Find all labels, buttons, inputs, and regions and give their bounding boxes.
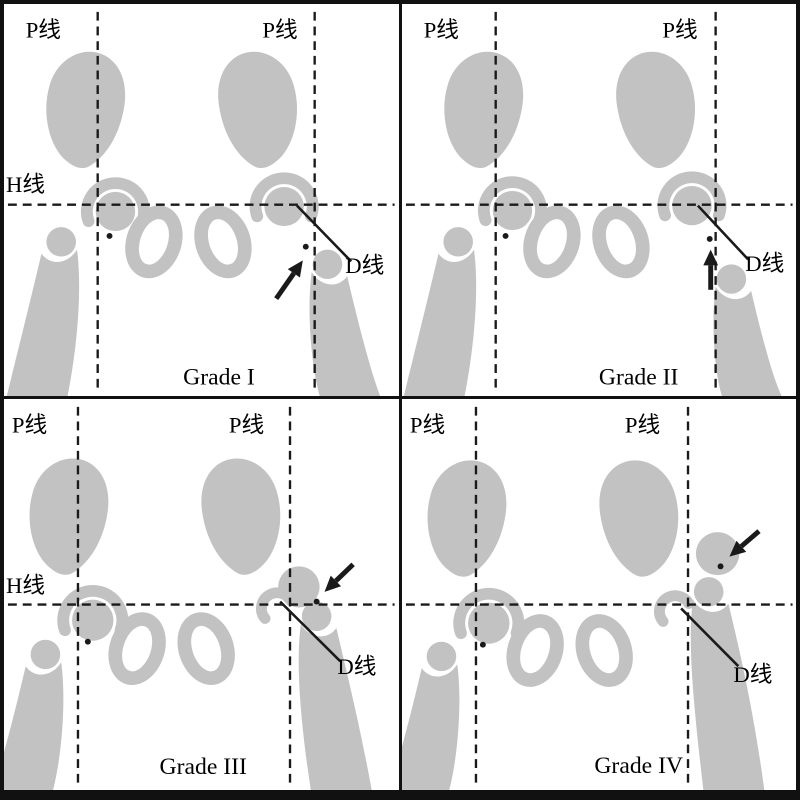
iliac-wing-left (46, 51, 126, 169)
hip-xray-schematic-1: P线 P线 H线 D线 Grade I (6, 11, 395, 396)
femoral-head-left (72, 599, 114, 641)
femur-right (712, 286, 781, 396)
femur-right (309, 272, 380, 396)
p-line-left-label: P线 (423, 17, 458, 42)
metaphysis-dot (313, 598, 320, 605)
pelvis-bones (46, 51, 298, 279)
femur-right (690, 599, 764, 790)
femur-left-trochanter (442, 227, 473, 257)
h-line-label: H线 (6, 572, 45, 597)
obturator-foramen-right-hole (191, 625, 222, 671)
p-line-right-label: P线 (662, 17, 697, 42)
panel-grade-4: P线 P线 D线 Grade IV (401, 398, 796, 790)
metaphysis-dot (479, 641, 486, 648)
p-line-right-label: P线 (624, 412, 659, 437)
pointer-arrow-shaft (739, 528, 761, 548)
obturator-foramen-left-hole (536, 219, 567, 265)
metaphysis-dot (302, 243, 309, 250)
iliac-wing-right (615, 51, 695, 169)
pointer-arrow-icon (274, 260, 303, 300)
pointer-arrow-head (728, 540, 746, 557)
femoral-head-left (95, 191, 136, 232)
d-line-label: D线 (337, 654, 376, 679)
p-line-left-label: P线 (26, 17, 61, 42)
hip-xray-schematic-4: P线 P线 D线 Grade IV (401, 406, 793, 790)
diagonal-d-line (696, 204, 749, 261)
femur-right-trochanter (312, 249, 343, 280)
femoral-head-left (467, 602, 510, 644)
iliac-wing-right (201, 457, 281, 575)
acetabulum-left (452, 587, 524, 639)
obturator-foramen-right-hole (588, 627, 619, 673)
pointer-arrow-icon (702, 249, 718, 290)
grade-label: Grade I (183, 365, 255, 391)
obturator-foramen-right-hole (605, 219, 636, 265)
femoral-head-right (695, 531, 739, 575)
femoral-head-right (264, 187, 304, 227)
femur-left-trochanter (30, 639, 61, 669)
femoral-head-left (492, 190, 532, 231)
femur-right-trochanter (301, 601, 332, 631)
metaphysis-dot (717, 562, 724, 569)
panel-grade-3: P线 P线 H线 D线 Grade III (4, 398, 399, 790)
pointer-arrow-shaft (274, 271, 296, 300)
pelvis-bones (443, 51, 695, 279)
obturator-foramen-left-hole (138, 219, 169, 265)
iliac-wing-left (443, 51, 523, 169)
pointer-arrow-head (702, 249, 718, 266)
acetabulum-left (57, 584, 129, 636)
femur-left (403, 249, 476, 396)
obturator-foramen-left-hole (519, 627, 550, 673)
metaphysis-dot (706, 235, 713, 242)
pelvis-bones (29, 457, 281, 685)
hip-xray-schematic-3: P线 P线 H线 D线 Grade III (4, 406, 395, 790)
iliac-wing-right (218, 51, 298, 169)
p-line-left-label: P线 (12, 412, 47, 437)
d-line-label: D线 (733, 661, 772, 686)
pointer-arrow-icon (324, 562, 355, 592)
grade-label: Grade IV (594, 752, 683, 778)
metaphysis-dot (502, 233, 509, 239)
femur-right-trochanter (716, 264, 746, 294)
pointer-arrow-head (324, 575, 342, 592)
grade-label: Grade II (598, 365, 678, 391)
metaphysis-dot (106, 233, 113, 239)
iliac-wing-left (427, 459, 506, 577)
femur-right (298, 623, 372, 790)
acetabulum-right (249, 172, 319, 223)
panel-grade-1: P线 P线 H线 D线 Grade I (4, 4, 399, 396)
d-line-label: D线 (345, 253, 384, 278)
obturator-foramen-right-hole (207, 219, 238, 265)
p-line-right-label: P线 (229, 412, 264, 437)
obturator-foramen-left-hole (122, 625, 153, 671)
pointer-arrow-head (287, 260, 303, 278)
femur-left (401, 663, 459, 790)
acetabulum-left (80, 177, 150, 228)
diagonal-d-line (679, 607, 739, 667)
metaphysis-dot (84, 638, 91, 645)
h-line-label: H线 (6, 172, 45, 197)
grade-label: Grade III (160, 753, 248, 779)
p-line-left-label: P线 (409, 412, 444, 437)
iliac-wing-left (29, 457, 109, 575)
diagonal-d-line (279, 600, 342, 662)
panel-grade-2: P线 P线 D线 Grade II (401, 4, 796, 396)
acetabulum-right (653, 589, 694, 627)
femur-left (6, 249, 80, 396)
d-line-label: D线 (745, 251, 784, 276)
pointer-arrow-icon (728, 528, 761, 557)
pelvis-bones (427, 459, 678, 687)
femoral-head-right (278, 565, 320, 607)
femur-left (4, 661, 64, 790)
femur-right-trochanter (693, 576, 724, 606)
diagonal-d-line (295, 204, 353, 263)
acetabulum-right (656, 171, 726, 222)
hip-xray-schematic-2: P线 P线 D线 Grade II (403, 11, 793, 396)
femur-left-trochanter (426, 641, 456, 671)
p-line-right-label: P线 (262, 17, 297, 42)
iliac-wing-right (598, 459, 678, 577)
pointer-arrow-shaft (334, 562, 355, 583)
femur-left-trochanter (46, 227, 76, 257)
